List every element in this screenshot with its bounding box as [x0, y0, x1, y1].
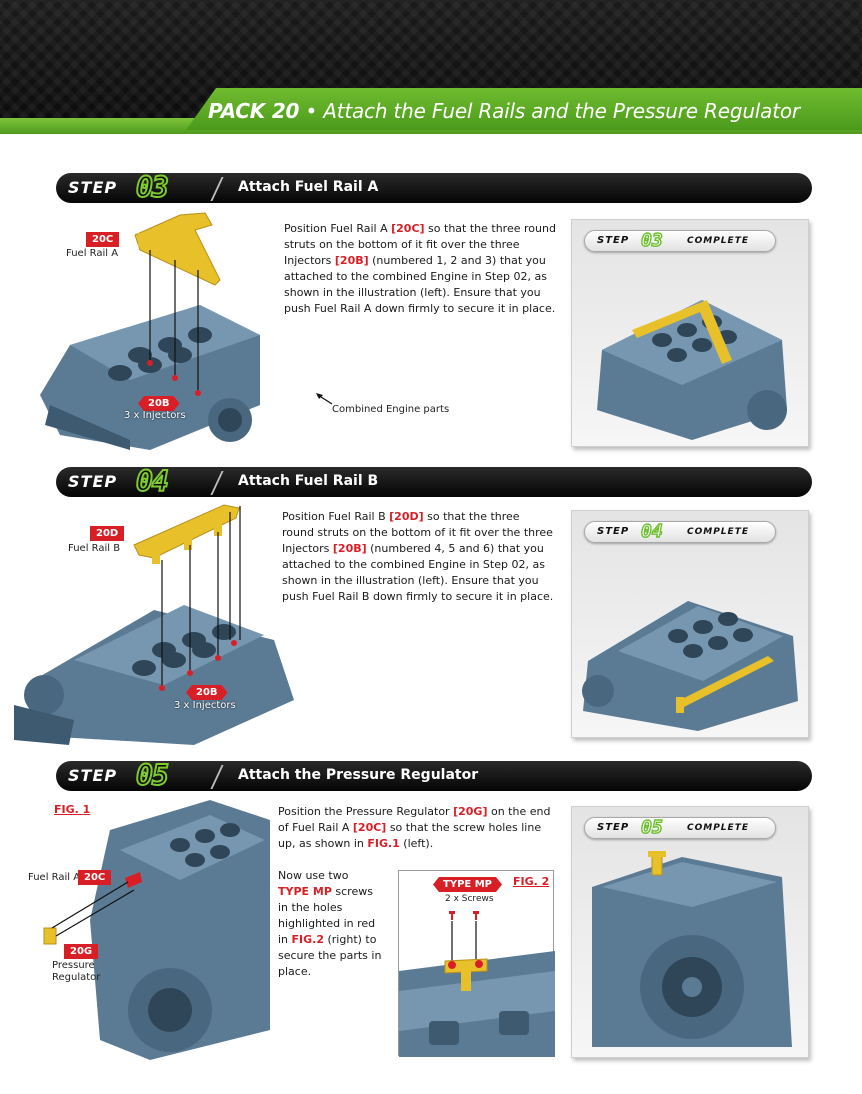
rail-a-label: Fuel Rail A — [66, 248, 119, 259]
step-05-complete-panel: STEP 05 COMPLETE — [571, 806, 809, 1058]
step-title: Attach Fuel Rail A — [238, 179, 379, 195]
injectors-code-tag: 20B — [186, 685, 228, 700]
step-03-complete-panel: STEP 03 COMPLETE — [571, 219, 809, 447]
complete-badge: STEP 04 COMPLETE — [584, 520, 776, 543]
fig-1-guide-lines — [51, 881, 135, 937]
title-separator: • — [305, 99, 318, 123]
step-word: STEP — [68, 766, 118, 785]
fig-1-label: FIG. 1 — [54, 803, 91, 816]
step-title: Attach the Pressure Regulator — [238, 767, 479, 783]
step-title: Attach Fuel Rail B — [238, 473, 379, 489]
step-number: 05 — [135, 758, 170, 793]
completed-engine-illustration — [592, 851, 792, 1047]
fig-1-rail-label: Fuel Rail A — [28, 872, 81, 883]
pointer-arrow-icon — [316, 393, 333, 405]
rail-b-code-tag: 20D — [90, 526, 125, 541]
fuel-rail-a-icon — [134, 212, 221, 286]
engine-block-icon — [40, 305, 260, 450]
step-divider — [210, 177, 236, 201]
injectors-label: 3 x Injectors — [174, 700, 236, 711]
fig-1-engine-illustration — [43, 800, 270, 1060]
completed-engine-illustration — [597, 300, 787, 440]
step-04-bar: STEP 04 Attach Fuel Rail B — [56, 464, 812, 499]
step-number: 04 — [135, 464, 170, 499]
injectors-code-tag: 20B — [138, 396, 180, 411]
regulator-label-line-2: Regulator — [52, 972, 101, 983]
rail-b-label: Fuel Rail B — [68, 543, 121, 554]
screw-count-label: 2 x Screws — [445, 894, 494, 904]
step-04-engine-illustration — [14, 504, 294, 745]
step-03-instructions: Position Fuel Rail A [20C] so that the t… — [284, 222, 556, 315]
fig-2-regulator-icon — [444, 958, 488, 991]
pack-label: PACK 20 — [208, 99, 300, 123]
step-divider — [210, 765, 236, 789]
completed-engine-illustration — [582, 601, 798, 731]
screw-icon — [449, 911, 479, 920]
regulator-closeup-icon — [399, 951, 555, 1057]
step-number: 03 — [135, 170, 170, 205]
screw-type-tag: TYPE MP — [433, 877, 502, 892]
fig-2-illustration — [399, 911, 555, 1057]
injector-guide-lines — [161, 506, 241, 685]
fig-2-label: FIG. 2 — [513, 875, 550, 888]
regulator-code-tag: 20G — [64, 944, 99, 959]
step-divider — [210, 471, 236, 495]
complete-badge: STEP 05 COMPLETE — [584, 816, 776, 839]
step-03-engine-illustration — [40, 212, 260, 450]
step-word: STEP — [68, 178, 118, 197]
complete-badge: STEP 03 COMPLETE — [584, 229, 776, 252]
regulator-label-line-1: Pressure — [52, 960, 95, 971]
step-03-bar: STEP 03 Attach Fuel Rail A — [56, 170, 812, 205]
step-05-bar: STEP 05 Attach the Pressure Regulator — [56, 758, 812, 793]
step-04-complete-panel: STEP 04 COMPLETE — [571, 510, 809, 738]
fig-2-box: TYPE MP 2 x Screws FIG. 2 — [398, 870, 555, 1057]
header-banner — [186, 88, 862, 130]
page-title: PACK 20 • Attach the Fuel Rails and the … — [208, 99, 848, 123]
engine-block-icon — [90, 800, 270, 1060]
step-05-screw-instructions: Now use two TYPE MP screws in the holes … — [278, 869, 382, 978]
step-word: STEP — [68, 472, 118, 491]
injectors-label: 3 x Injectors — [124, 410, 186, 421]
step-05-instructions: Position the Pressure Regulator [20G] on… — [278, 805, 551, 850]
rail-a-code-tag: 20C — [86, 232, 120, 247]
engine-block-icon — [14, 605, 294, 745]
injector-guide-lines — [149, 250, 199, 390]
step-04-instructions: Position Fuel Rail B [20D] so that the t… — [282, 510, 554, 603]
engine-parts-label: Combined Engine parts — [332, 404, 450, 415]
title-text: Attach the Fuel Rails and the Pressure R… — [323, 99, 800, 123]
pressure-regulator-icon — [43, 927, 57, 945]
fuel-rail-b-icon — [133, 504, 240, 564]
fig-1-rail-code-tag: 20C — [78, 870, 112, 885]
